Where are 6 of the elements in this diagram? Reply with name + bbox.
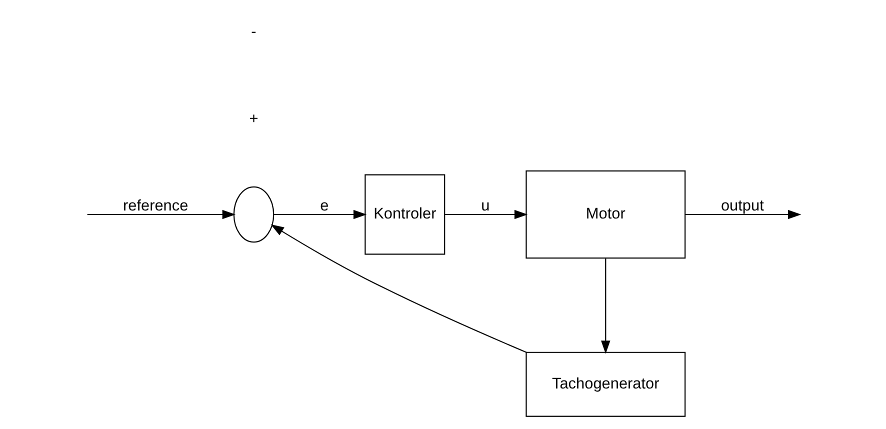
label: - <box>250 24 256 41</box>
edge-label: output <box>720 197 764 214</box>
edge-label: reference <box>122 197 188 214</box>
edge-label: e <box>320 197 328 214</box>
label: + <box>248 110 258 128</box>
edge-label: u <box>480 197 490 214</box>
